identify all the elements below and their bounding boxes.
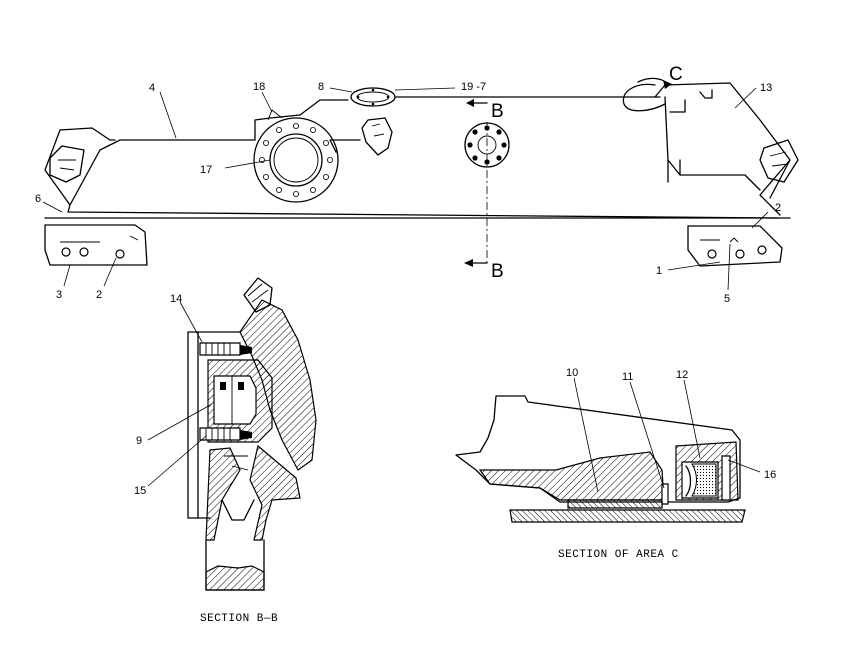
cover-plate-8 [350,87,396,107]
callout-16: 16 [764,469,776,481]
column-right-wall [249,444,301,541]
main-view-leaders [42,87,769,291]
left-foot [44,224,148,266]
callout-2-left: 2 [96,289,102,301]
frame-outline [67,82,791,219]
caption-section-area-c: SECTION OF AREA C [558,549,679,561]
callout-17: 17 [200,164,212,176]
plate-11 [661,483,669,505]
callout-1: 1 [656,265,662,277]
callout-3: 3 [56,289,62,301]
wedge-hatched-core [478,451,665,501]
callout-2-right: 2 [775,202,781,214]
callout-19-7: 19 -7 [461,81,486,93]
left-end-cap [49,145,85,183]
right-end-housing [664,96,761,191]
callout-6: 6 [35,193,41,205]
callout-8: 8 [318,81,324,93]
bearing-housing-17 [253,117,339,203]
right-foot [687,225,783,267]
callout-14: 14 [170,293,182,305]
pad-16 [691,463,717,497]
inspection-boss [361,117,393,156]
callout-9: 9 [136,435,142,447]
mounting-plate [187,331,199,519]
right-end-cap [759,139,799,183]
callout-13: 13 [760,82,772,94]
column-left-wall [205,447,241,541]
liner-10 [567,499,663,509]
callout-10: 10 [566,367,578,379]
callouts: 4 18 8 19 -7 17 13 6 2 3 2 1 5 14 9 15 1… [35,81,781,497]
section-area-c-view [455,377,761,523]
upper-housing [254,99,331,141]
callout-18: 18 [253,81,265,93]
left-end-bracket [44,127,116,206]
callout-4: 4 [149,82,155,94]
section-marker-top: B [491,101,504,122]
base-plate [509,509,746,523]
callout-11: 11 [622,371,633,383]
section-bb-view [147,277,317,591]
callout-5: 5 [724,293,730,305]
upper-tab [243,277,273,313]
callout-12: 12 [676,369,688,381]
bearing-bore [269,133,323,187]
area-marker: C [669,64,683,85]
caption-section-bb: SECTION B—B [200,613,278,625]
main-assembly-view [42,77,799,291]
wedge-body [455,395,741,503]
callout-15: 15 [134,485,146,497]
area-c-marker [622,83,666,112]
section-marker-bottom: B [491,261,504,282]
